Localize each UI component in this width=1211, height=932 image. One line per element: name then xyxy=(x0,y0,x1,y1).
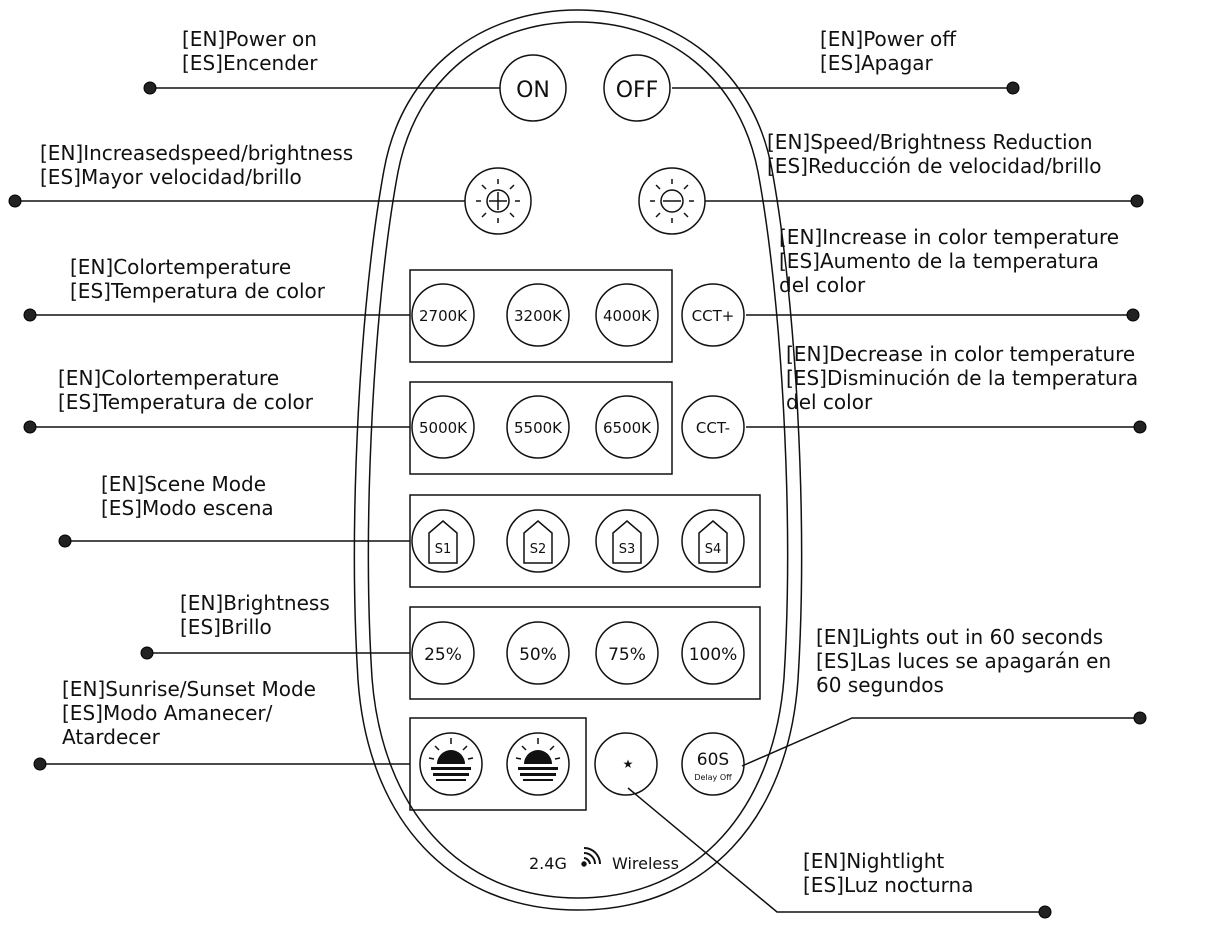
callout-cct-decrease: [EN]Decrease in color temperature[ES]Dis… xyxy=(786,342,1139,414)
callout-dot xyxy=(23,420,37,434)
svg-text:★: ★ xyxy=(623,757,634,771)
callout-cct-increase: [EN]Increase in color temperature[ES]Aum… xyxy=(779,225,1120,297)
on-label: ON xyxy=(516,78,550,103)
on-button[interactable] xyxy=(499,54,567,122)
callout-dot xyxy=(1130,194,1144,208)
callout-brightness: [EN]Brightness[ES]Brillo xyxy=(180,591,330,639)
delay-off-button[interactable] xyxy=(681,732,745,796)
cct-plus-button[interactable] xyxy=(681,283,745,347)
cct-4000-button[interactable] xyxy=(595,283,659,347)
cct-6500-button[interactable] xyxy=(595,395,659,459)
brightness-25-button[interactable] xyxy=(411,621,475,685)
sunrise-icon xyxy=(437,750,465,764)
cct-2700-button[interactable] xyxy=(411,283,475,347)
off-label: OFF xyxy=(616,78,659,103)
callout-dot xyxy=(140,646,154,660)
sun-plus-icon xyxy=(476,179,520,223)
callout-color-temp-2: [EN]Colortemperature[ES]Temperatura de c… xyxy=(58,366,313,414)
scene-4-button[interactable] xyxy=(681,509,745,573)
svg-text:5000K: 5000K xyxy=(419,419,468,437)
off-button[interactable] xyxy=(603,54,671,122)
cct-minus-button[interactable] xyxy=(681,395,745,459)
brightness-100-button[interactable] xyxy=(681,621,745,685)
svg-text:2700K: 2700K xyxy=(419,307,468,325)
callout-nightlight: [EN]Nightlight[ES]Luz nocturna xyxy=(803,849,974,897)
callout-reduce: [EN]Speed/Brightness Reduction[ES]Reducc… xyxy=(767,130,1102,178)
callout-color-temp-1: [EN]Colortemperature[ES]Temperatura de c… xyxy=(70,255,325,303)
cct-5000-button[interactable] xyxy=(411,395,475,459)
house-icon xyxy=(523,520,553,564)
svg-text:100%: 100% xyxy=(689,645,738,665)
sunset-button[interactable] xyxy=(506,732,570,796)
sunrise-rays xyxy=(428,738,561,760)
svg-text:75%: 75% xyxy=(608,645,646,665)
callout-scene: [EN]Scene Mode[ES]Modo escena xyxy=(101,472,274,520)
callout-dot xyxy=(1126,308,1140,322)
callout-dot xyxy=(23,308,37,322)
svg-text:CCT+: CCT+ xyxy=(692,307,735,325)
svg-text:S1: S1 xyxy=(435,542,452,557)
cct-3200-button[interactable] xyxy=(506,283,570,347)
brightness-up-button[interactable] xyxy=(464,167,532,235)
brightness-down-button[interactable] xyxy=(638,167,706,235)
nightlight-button[interactable] xyxy=(594,732,658,796)
callout-dot xyxy=(1038,905,1052,919)
house-icon xyxy=(612,520,642,564)
callout-lights-out: [EN]Lights out in 60 seconds[ES]Las luce… xyxy=(816,625,1112,697)
callout-sunrise: [EN]Sunrise/Sunset Mode[ES]Modo Amanecer… xyxy=(62,677,316,749)
scene-1-button[interactable] xyxy=(411,509,475,573)
sun-minus-icon xyxy=(650,179,694,223)
house-icon xyxy=(428,520,458,564)
svg-text:4000K: 4000K xyxy=(603,307,652,325)
scene-2-button[interactable] xyxy=(506,509,570,573)
svg-text:50%: 50% xyxy=(519,645,557,665)
callout-dot xyxy=(1133,711,1147,725)
svg-text:25%: 25% xyxy=(424,645,462,665)
callout-dot xyxy=(8,194,22,208)
svg-text:S4: S4 xyxy=(705,542,722,557)
delay-sub-label: Delay Off xyxy=(694,773,732,782)
svg-text:6500K: 6500K xyxy=(603,419,652,437)
wifi-signal-icon xyxy=(581,847,601,867)
remote-outline-inner xyxy=(367,21,789,899)
cct-group-warm xyxy=(409,269,673,363)
callout-power-off: [EN]Power off[ES]Apagar xyxy=(820,27,957,75)
wireless-freq: 2.4G xyxy=(529,854,567,873)
scene-3-button[interactable] xyxy=(595,509,659,573)
callout-dot xyxy=(1006,81,1020,95)
svg-text:S2: S2 xyxy=(530,542,547,557)
remote-outline-outer xyxy=(353,9,803,911)
sunrise-group xyxy=(409,717,587,811)
callout-dot xyxy=(143,81,157,95)
brightness-group xyxy=(409,606,761,700)
sunrise-button[interactable] xyxy=(419,732,483,796)
brightness-50-button[interactable] xyxy=(506,621,570,685)
callout-power-on: [EN]Power on[ES]Encender xyxy=(182,27,318,75)
wireless-label: Wireless xyxy=(612,854,679,873)
house-icon xyxy=(698,520,728,564)
cct-5500-button[interactable] xyxy=(506,395,570,459)
moon-star-icon: ★ xyxy=(613,750,638,780)
svg-text:S3: S3 xyxy=(619,542,636,557)
scene-group xyxy=(409,494,761,588)
callout-dot xyxy=(1133,420,1147,434)
svg-text:5500K: 5500K xyxy=(514,419,563,437)
sunset-icon xyxy=(524,750,552,764)
svg-text:CCT-: CCT- xyxy=(696,419,730,437)
callout-increase: [EN]Increasedspeed/brightness[ES]Mayor v… xyxy=(40,141,354,189)
callout-dot xyxy=(58,534,72,548)
svg-text:3200K: 3200K xyxy=(514,307,563,325)
delay-main-label: 60S xyxy=(697,750,729,770)
cct-group-cool xyxy=(409,381,673,475)
callout-dot xyxy=(33,757,47,771)
brightness-75-button[interactable] xyxy=(595,621,659,685)
